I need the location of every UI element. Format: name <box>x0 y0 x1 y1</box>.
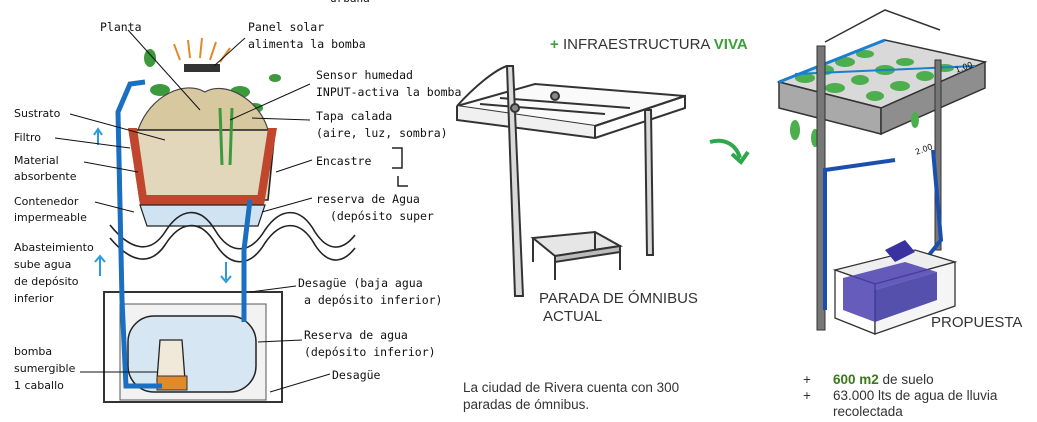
title-main: INFRAESTRUCTURA <box>562 36 710 53</box>
label-bomba-2: sumergible <box>14 362 76 375</box>
caption-actual: ACTUAL <box>543 308 603 325</box>
bullet-text: recolectada <box>833 404 903 419</box>
description-line-2: paradas de ómnibus. <box>463 397 590 412</box>
solar-panel <box>184 64 220 72</box>
bullet-mark: + <box>803 388 811 403</box>
description-line-1: La ciudad de Rivera cuenta con 300 <box>463 380 680 395</box>
label-planta: Planta <box>100 20 142 34</box>
corrugated-roof <box>109 211 356 250</box>
proposal-drawing <box>776 9 988 335</box>
label-sustrato: Sustrato <box>14 107 61 120</box>
moisture-sensor <box>218 107 234 166</box>
lower-frame <box>103 291 283 403</box>
flow-arrows <box>93 127 232 284</box>
pump <box>156 339 186 381</box>
bullet-text: de suelo <box>878 372 934 387</box>
drain-pipe <box>241 199 253 322</box>
lower-tank <box>127 315 257 393</box>
label-reserva-inf-2: (depósito inferior) <box>304 345 436 359</box>
title-plus: + <box>550 36 559 53</box>
label-desague-2: a depósito inferior) <box>304 293 443 307</box>
label-contenedor: Contenedor <box>14 195 79 208</box>
left-column <box>505 65 525 297</box>
filter-bottom <box>140 195 265 205</box>
proposal-pipe-left <box>823 158 896 310</box>
label-material: Material <box>14 154 59 167</box>
clip-detail <box>392 147 408 187</box>
substrate-container <box>129 129 276 201</box>
section-title: + INFRAESTRUCTURA VIVA <box>550 36 748 53</box>
transition-arrow-icon <box>709 138 750 165</box>
filter-left <box>128 128 148 205</box>
label-bomba: bomba <box>14 345 53 358</box>
label-encastre: Encastre <box>316 154 372 168</box>
bullet-row: + 63.000 lts de agua de lluvia <box>803 388 997 404</box>
label-desague-b: Desagüe <box>332 368 381 382</box>
label-panel-solar-2: alimenta la bomba <box>248 37 366 51</box>
bullet-mark: + <box>803 372 811 387</box>
caption-propuesta: PROPUESTA <box>931 314 1023 331</box>
partial-top-text: urbana <box>330 0 370 5</box>
bullet-highlight: 600 m2 <box>833 372 879 387</box>
label-bomba-3: 1 caballo <box>14 379 64 392</box>
label-filtro: Filtro <box>14 131 41 144</box>
filter-right <box>256 128 277 205</box>
label-abast-3: de depósito <box>14 275 79 288</box>
label-reserva-inf: Reserva de agua <box>304 328 408 342</box>
supply-pipe <box>115 79 162 389</box>
label-sensor: Sensor humedad <box>316 68 413 82</box>
label-panel-solar: Panel solar <box>248 20 325 34</box>
label-reserva-sup-2: (depósito super <box>330 209 434 223</box>
caption-parada: PARADA DE ÓMNIBUS <box>539 290 698 307</box>
label-abast-4: inferior <box>14 292 54 305</box>
bullet-mark <box>803 404 833 420</box>
current-bus-stop: + INFRAESTRUCTURA VIVA PARADA DE ÓMNIBUS… <box>455 0 765 422</box>
label-abast-2: sube agua <box>14 258 72 271</box>
proposal-pipe-right <box>923 149 944 262</box>
proposal: 1.00 2.00 PROPUESTA + 600 m2 de suelo + … <box>765 0 1037 422</box>
label-sensor-2: INPUT-activa la bomba <box>316 85 462 99</box>
water-tank <box>843 262 937 322</box>
title-viva: VIVA <box>713 36 748 53</box>
bullet-row: + 600 m2 de suelo <box>803 372 997 388</box>
planter-sketch: urbana Planta Panel solar alimenta la bo… <box>0 0 461 422</box>
label-tapa: Tapa calada <box>316 109 393 123</box>
label-abast: Abasteimiento <box>14 241 94 254</box>
bullet-text: 63.000 lts de agua de lluvia <box>833 388 998 403</box>
proposal-bullets: + 600 m2 de suelo + 63.000 lts de agua d… <box>803 372 997 420</box>
label-reserva-sup: reserva de Agua <box>316 192 420 206</box>
bus-stop-drawing <box>456 65 686 297</box>
solar-rays <box>173 37 231 63</box>
planter-drawing <box>54 29 408 403</box>
leader-lines <box>54 29 331 393</box>
label-contenedor-2: impermeable <box>14 211 87 224</box>
label-material-2: absorbente <box>14 170 77 183</box>
label-tapa-2: (aire, luz, sombra) <box>316 126 448 140</box>
soil-mound <box>137 87 269 131</box>
right-column <box>643 109 655 256</box>
label-desague: Desagüe (baja agua <box>298 276 423 290</box>
bullet-row: recolectada <box>803 404 997 420</box>
